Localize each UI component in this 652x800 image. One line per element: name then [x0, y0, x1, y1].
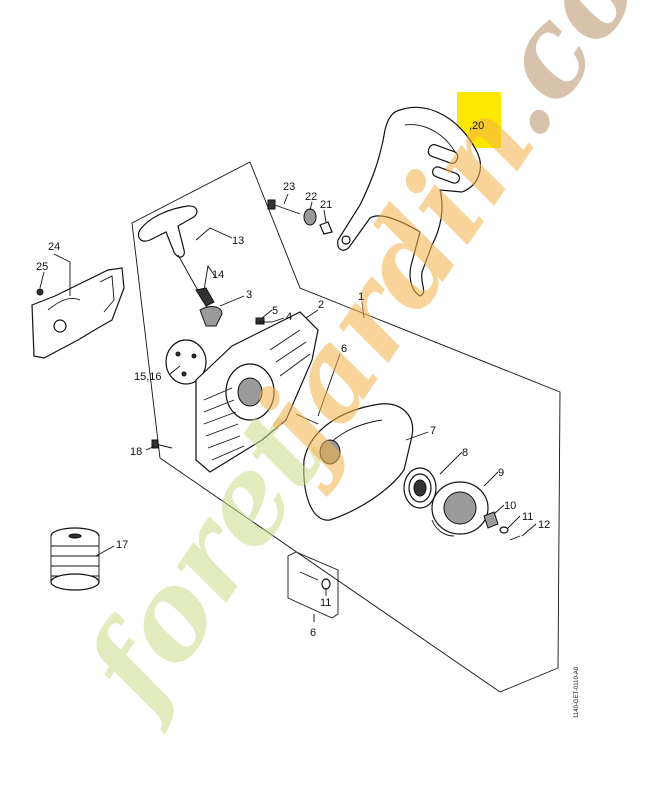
- rope-spool-part-17: [50, 527, 100, 591]
- callout-8: 8: [462, 447, 468, 459]
- grommet-part-3: [199, 306, 223, 327]
- callout-20: ,20: [469, 120, 484, 132]
- callout-14: 14: [212, 269, 224, 281]
- bolt-parts-21-23: [267, 199, 333, 235]
- callout-7: 7: [430, 425, 436, 437]
- screw-part-18: [151, 439, 173, 449]
- handle-part-20: [337, 106, 481, 297]
- small-parts-10-12: [483, 511, 521, 541]
- callout-3: 3: [246, 289, 252, 301]
- plate-part-15-16: [165, 339, 207, 385]
- callout-6-detail: 6: [310, 627, 316, 639]
- pin-part-6: [295, 413, 319, 425]
- callout-10: 10: [504, 500, 516, 512]
- fan-housing-part-2: [195, 311, 319, 473]
- callout-4: 4: [286, 311, 292, 323]
- callout-5: 5: [272, 305, 278, 317]
- assembly-outline: [131, 161, 561, 693]
- callout-1: 1: [358, 291, 364, 303]
- spring-part-8: [403, 467, 437, 509]
- callout-9: 9: [498, 467, 504, 479]
- cover-part-7: [303, 403, 414, 521]
- document-code: 1140-GET-0110-A0: [574, 666, 580, 718]
- callout-15-16: 15,16: [134, 371, 162, 383]
- callout-23: 23: [283, 181, 295, 193]
- callout-18: 18: [130, 446, 142, 458]
- leader-lines: [39, 193, 537, 622]
- callout-13: 13: [232, 235, 244, 247]
- callout-25: 25: [36, 261, 48, 273]
- callout-21: 21: [320, 199, 332, 211]
- rope-rotor-part-9: [431, 481, 489, 537]
- callout-6-upper: 6: [341, 343, 347, 355]
- watermark: foret jardin .com: [54, 0, 652, 737]
- callout-17: 17: [116, 539, 128, 551]
- callout-2: 2: [318, 299, 324, 311]
- callout-24: 24: [48, 241, 60, 253]
- callout-labels: 1 2 3 4 5 6 7 8 9 10 11 12 13 14 15,16 1…: [36, 120, 550, 639]
- starter-grip-part-13: [137, 205, 215, 313]
- bracket-part-24: [31, 267, 125, 359]
- callout-11-detail: 11: [320, 597, 331, 609]
- callout-12: 12: [538, 519, 550, 531]
- callout-22: 22: [305, 191, 317, 203]
- callout-11-right: 11: [522, 511, 533, 523]
